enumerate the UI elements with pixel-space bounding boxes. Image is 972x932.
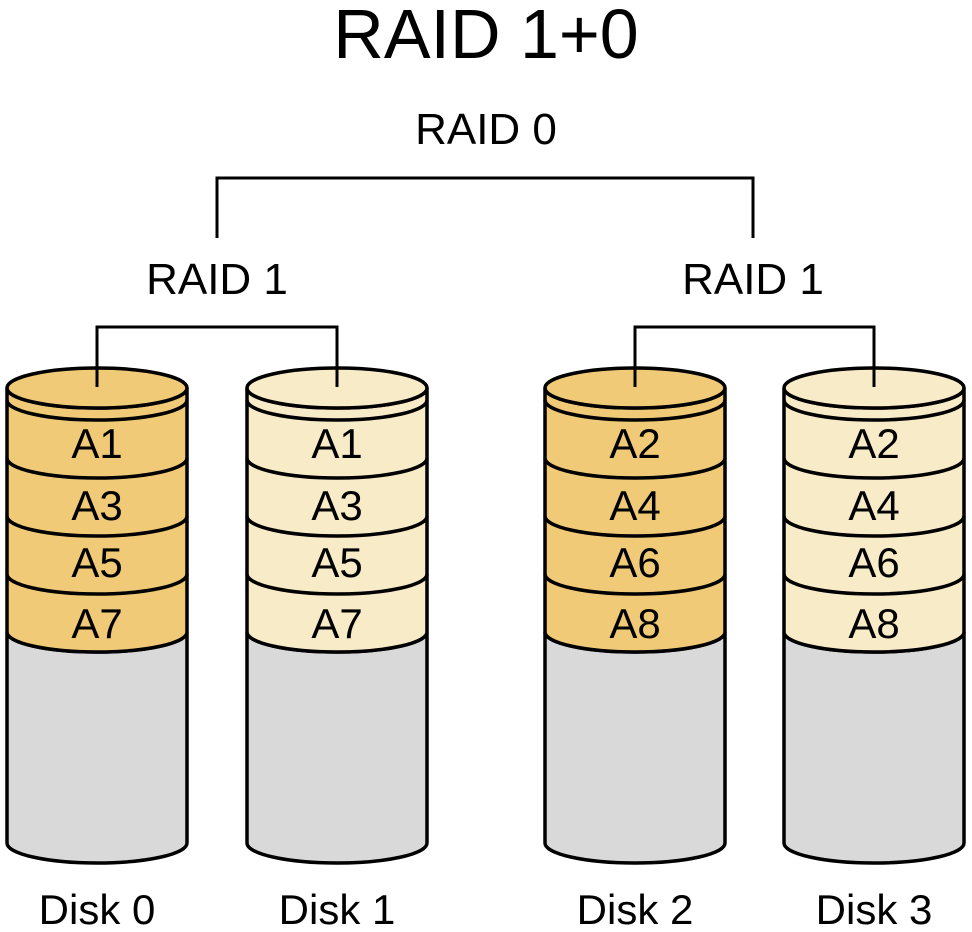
disk-3: A2 A4 A6 A8 Disk 3	[782, 366, 966, 932]
raid1-label-left: RAID 1	[146, 255, 288, 304]
disk-2: A2 A4 A6 A8 Disk 2	[543, 366, 727, 932]
disk-name-label: Disk 3	[816, 886, 933, 932]
block-label: A2	[609, 420, 660, 467]
disk-name-label: Disk 2	[577, 886, 694, 932]
block-label: A6	[848, 539, 899, 586]
block-label: A2	[848, 420, 899, 467]
block-label: A3	[311, 482, 362, 529]
block-label: A5	[311, 539, 362, 586]
raid0-connector	[215, 176, 755, 238]
block-label: A4	[848, 482, 899, 529]
disk-1: A1 A3 A5 A7 Disk 1	[245, 366, 429, 932]
block-label: A7	[311, 600, 362, 647]
block-label: A7	[71, 600, 122, 647]
raid1-connector-right	[633, 325, 876, 387]
diagram-title: RAID 1+0	[333, 0, 638, 73]
block-label: A1	[311, 420, 362, 467]
block-label: A1	[71, 420, 122, 467]
block-label: A3	[71, 482, 122, 529]
raid1-connector-left	[95, 325, 339, 387]
raid1-label-right: RAID 1	[682, 255, 824, 304]
block-label: A5	[71, 539, 122, 586]
disk-name-label: Disk 0	[39, 886, 156, 932]
block-label: A4	[609, 482, 660, 529]
disk-0: A1 A3 A5 A7 Disk 0	[5, 366, 189, 932]
block-label: A8	[848, 600, 899, 647]
disk-name-label: Disk 1	[279, 886, 396, 932]
block-label: A8	[609, 600, 660, 647]
raid0-label: RAID 0	[415, 105, 557, 154]
block-label: A6	[609, 539, 660, 586]
